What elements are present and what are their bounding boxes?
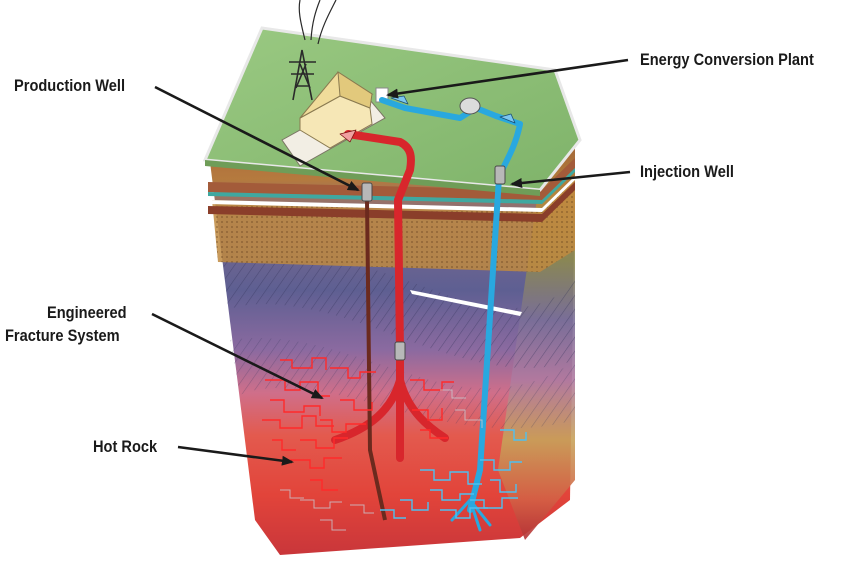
- surface-edge: [205, 160, 540, 196]
- sand-dots: [212, 178, 575, 272]
- dark-clay-layer: [208, 182, 575, 222]
- label-injection-well: Injection Well: [640, 162, 734, 181]
- label-energy-conversion-plant: Energy Conversion Plant: [640, 50, 814, 69]
- label-fracture-system: Fracture System: [5, 326, 120, 345]
- label-hot-rock: Hot Rock: [93, 437, 158, 456]
- plant-building: [281, 71, 389, 167]
- teal-layer: [208, 168, 575, 204]
- callout-arrows: [151, 58, 631, 466]
- hot-loop: [331, 129, 449, 462]
- power-tower: [289, 0, 337, 101]
- fracture-network-grey: [280, 389, 483, 531]
- white-streak: [410, 290, 522, 316]
- production-well: [361, 165, 506, 521]
- white-layer: [208, 176, 575, 212]
- label-engineered: Engineered: [47, 303, 127, 322]
- fracture-network-cold: [380, 429, 527, 519]
- label-production-well: Production Well: [14, 76, 126, 95]
